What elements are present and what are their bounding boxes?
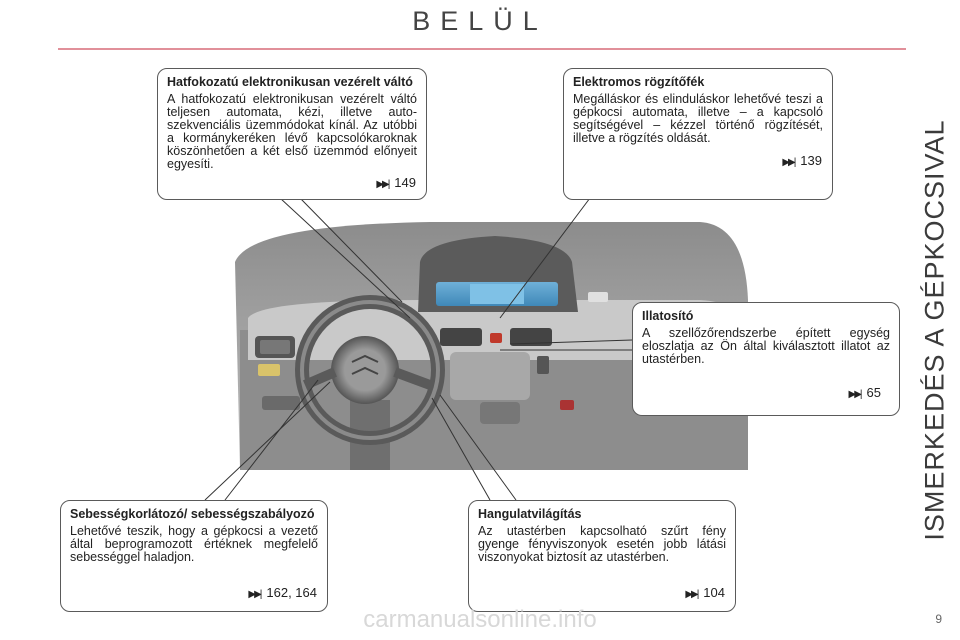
callout-ambient-light-ref[interactable]: ▶▶| 104 [685, 586, 725, 601]
callout-gearbox-ref-page: 149 [394, 175, 416, 190]
callout-parking-brake-title: Elektromos rögzítőfék [573, 75, 705, 89]
callout-perfume-text: A szellőzőrendszerbe épített egység elos… [642, 326, 890, 366]
callout-gearbox-ref[interactable]: ▶▶| 149 [376, 176, 416, 191]
callout-perfume-ref-page: 65 [866, 385, 881, 400]
callout-parking-brake-ref[interactable]: ▶▶| 139 [782, 154, 822, 169]
callout-ambient-light-ref-page: 104 [703, 585, 725, 600]
fast-forward-icon: ▶▶| [685, 589, 699, 600]
callout-ambient-light: Hangulatvilágítás Az utastérben kapcsolh… [468, 500, 736, 612]
callout-gearbox: Hatfokozatú elektronikusan vezérelt vált… [157, 68, 427, 200]
title-divider [58, 48, 906, 50]
fast-forward-icon: ▶▶| [782, 157, 796, 168]
fast-forward-icon: ▶▶| [376, 179, 390, 190]
callout-ambient-light-title: Hangulatvilágítás [478, 507, 582, 521]
callout-ambient-light-text: Az utastérben kapcsolható szűrt fény gye… [478, 524, 726, 564]
callout-gearbox-text: A hatfokozatú elektronikusan vezérelt vá… [167, 92, 417, 171]
callout-perfume-ref[interactable]: ▶▶|65 [849, 386, 881, 401]
callout-parking-brake-text: Megálláskor és elinduláskor lehetővé tes… [573, 92, 823, 145]
fast-forward-icon: ▶▶| [848, 389, 863, 400]
page-number: 9 [935, 612, 942, 626]
callout-speed-limiter-ref[interactable]: ▶▶| 162, 164 [248, 586, 317, 601]
callout-speed-limiter: Sebességkorlátozó/ sebességszabályozó Le… [60, 500, 328, 612]
callout-perfume: Illatosító A szellőzőrendszerbe épített … [632, 302, 900, 416]
callout-speed-limiter-text: Lehetővé teszik, hogy a gépkocsi a vezet… [70, 524, 318, 564]
callout-speed-limiter-ref-page: 162, 164 [266, 585, 317, 600]
page-title: BELÜL [412, 6, 548, 36]
callout-gearbox-title: Hatfokozatú elektronikusan vezérelt vált… [167, 75, 413, 89]
callout-speed-limiter-title: Sebességkorlátozó/ sebességszabályozó [70, 507, 315, 521]
callout-perfume-title: Illatosító [642, 309, 694, 323]
callout-parking-brake: Elektromos rögzítőfék Megálláskor és eli… [563, 68, 833, 200]
watermark: carmanualsonline.info [363, 606, 597, 633]
callout-parking-brake-ref-page: 139 [800, 153, 822, 168]
fast-forward-icon: ▶▶| [248, 589, 262, 600]
